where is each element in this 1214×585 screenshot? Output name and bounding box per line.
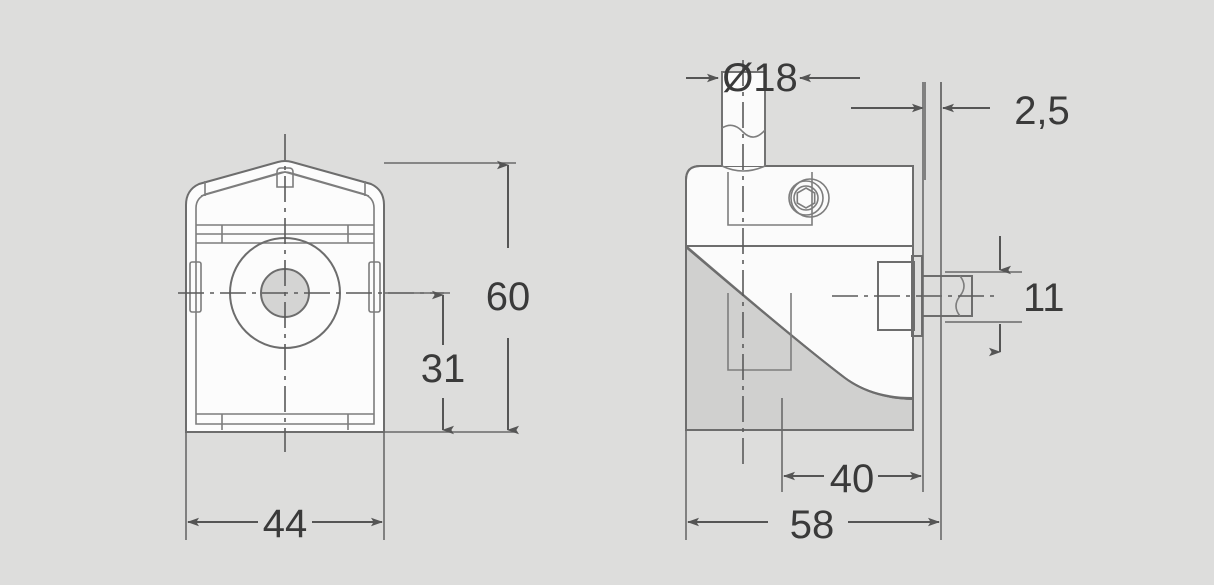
dim-11-label: 11	[1023, 276, 1065, 320]
bracket-apex-notch	[276, 167, 294, 188]
side-upper-recess-pocket	[727, 172, 813, 226]
side-shaft-break-line	[721, 124, 766, 138]
dim-58-label: 58	[790, 503, 835, 547]
hex-screw-outer-circle	[790, 178, 830, 218]
front-view-group: 44 60 31	[178, 134, 530, 546]
hex-screw-inner-circle	[793, 185, 819, 211]
bracket-roof-fold	[200, 171, 370, 197]
hex-screw-mid-circle	[788, 180, 824, 216]
dim-25-label: 2,5	[1014, 89, 1070, 133]
side-lower-recess-pocket	[727, 293, 792, 371]
dim-40-label: 40	[830, 457, 875, 501]
side-body-chamfer-edge	[685, 246, 914, 400]
hex-socket-icon	[796, 187, 816, 209]
dim-60-label: 60	[486, 275, 531, 319]
side-body-outline	[685, 165, 914, 431]
side-shaft-bottom-arc	[721, 165, 766, 172]
side-view-group: Ø18 2,5 11 40 58	[685, 56, 1070, 547]
bracket-slot-right	[368, 261, 381, 313]
dim-31-label: 31	[421, 347, 466, 391]
dim-18-label: Ø18	[722, 56, 798, 100]
bracket-slot-left	[189, 261, 202, 313]
dim-44-label: 44	[263, 502, 308, 546]
